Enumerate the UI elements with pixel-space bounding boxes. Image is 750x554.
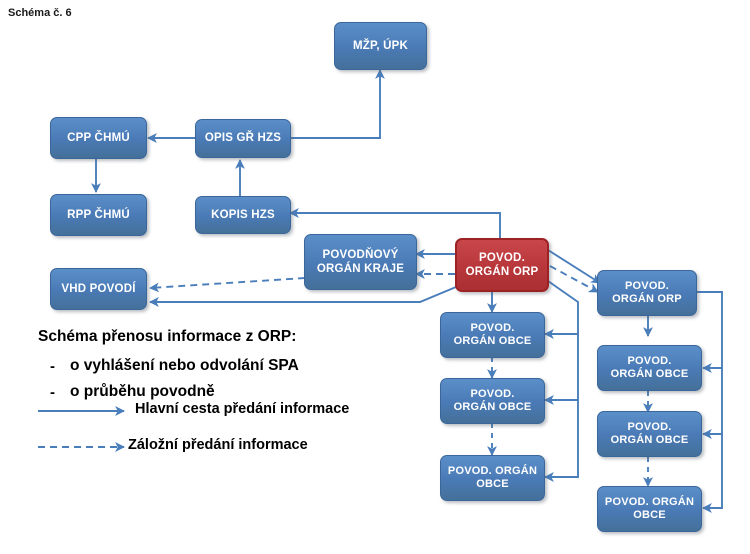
edge-trunk-right-obce1	[697, 291, 723, 373]
legend-title: Schéma přenosu informace z ORP:	[38, 328, 297, 345]
node-mid-obce-1-label-2: ORGÁN OBCE	[453, 335, 532, 347]
node-right-obce-3-label-1: POVOD. ORGÁN	[604, 495, 695, 508]
node-mid-obce-3-label-2: OBCE	[476, 478, 509, 490]
legend-dashed-label: Záložní předání informace	[128, 437, 308, 453]
edge-trunk-mid-obce2	[544, 334, 579, 405]
node-right-obce-2-label-2: ORGÁN OBCE	[610, 434, 689, 446]
legend-bullet-marker-1: -	[50, 358, 55, 375]
node-mid-obce-2-label-2: ORGÁN OBCE	[453, 401, 532, 413]
node-vhd-povodi-label: VHD POVODÍ	[61, 282, 136, 295]
node-right-obce-1[interactable]: POVOD. ORGÁN OBCE	[597, 345, 702, 391]
node-rpp-chmu-label: RPP ČHMÚ	[67, 208, 130, 221]
edge-orp-to-right-orp-solid	[547, 249, 601, 284]
legend-bullet-2: o průběhu povodně	[70, 383, 215, 400]
node-right-obce-3-label-2: OBCE	[633, 509, 666, 521]
node-rpp-chmu[interactable]: RPP ČHMÚ	[50, 194, 147, 236]
legend-solid-arrow-icon	[38, 406, 125, 416]
node-mid-obce-3[interactable]: POVOD. ORGÁN OBCE	[440, 455, 545, 501]
node-mzp-upk-label: MŽP, ÚPK	[352, 39, 409, 52]
legend-solid-label: Hlavní cesta předání informace	[135, 401, 350, 417]
edge-opis-to-mzp	[290, 69, 385, 139]
node-povod-organ-orp-label-1: POVOD.	[479, 251, 525, 264]
edge-orp-to-kopis	[289, 208, 501, 238]
node-vhd-povodi[interactable]: VHD POVODÍ	[50, 268, 147, 310]
node-cpp-chmu[interactable]: CPP ČHMÚ	[50, 117, 147, 159]
node-povodnovy-organ-kraje-label-2: ORGÁN KRAJE	[316, 263, 405, 275]
node-right-obce-2-label-1: POVOD.	[627, 420, 672, 433]
node-right-orp[interactable]: POVOD. ORGÁN ORP	[597, 270, 697, 316]
diagram-caption: Schéma č. 6	[8, 7, 72, 19]
node-mid-obce-3-label-1: POVOD. ORGÁN	[447, 464, 538, 477]
legend-dashed-arrow-icon	[38, 442, 125, 452]
legend-bullet-marker-2: -	[50, 384, 55, 401]
node-povod-organ-orp[interactable]: POVOD. ORGÁN ORP	[455, 238, 549, 292]
node-kopis-hzs-label: KOPIS HZS	[211, 208, 275, 221]
node-right-obce-1-label-1: POVOD.	[627, 354, 672, 367]
node-right-obce-3[interactable]: POVOD. ORGÁN OBCE	[597, 486, 702, 532]
node-right-obce-1-label-2: ORGÁN OBCE	[610, 368, 689, 380]
node-opis-gr-hzs[interactable]: OPIS GŘ HZS	[195, 119, 291, 158]
node-right-obce-2[interactable]: POVOD. ORGÁN OBCE	[597, 411, 702, 457]
edge-kraje-to-vhd-dashed	[149, 277, 306, 293]
edge-orp-to-vhd-solid	[149, 286, 457, 307]
edge-trunk-right-obce2	[702, 368, 723, 439]
edge-trunk-mid-obce3	[544, 400, 579, 482]
node-mid-obce-2[interactable]: POVOD. ORGÁN OBCE	[440, 378, 545, 424]
node-mid-obce-1-label-1: POVOD.	[470, 321, 515, 334]
node-povodnovy-organ-kraje[interactable]: POVODŇOVÝ ORGÁN KRAJE	[304, 234, 417, 290]
node-mzp-upk[interactable]: MŽP, ÚPK	[334, 22, 427, 70]
node-mid-obce-2-label-1: POVOD.	[470, 387, 515, 400]
node-right-orp-label-2: ORGÁN ORP	[612, 293, 682, 305]
edge-trunk-mid-obce1	[544, 280, 579, 339]
node-povod-organ-orp-label-2: ORGÁN ORP	[465, 266, 539, 278]
node-opis-gr-hzs-label: OPIS GŘ HZS	[204, 132, 282, 145]
node-mid-obce-1[interactable]: POVOD. ORGÁN OBCE	[440, 312, 545, 358]
node-right-orp-label-1: POVOD.	[625, 279, 669, 292]
legend-bullet-1: o vyhlášení nebo odvolání SPA	[70, 357, 299, 374]
node-kopis-hzs[interactable]: KOPIS HZS	[195, 196, 291, 234]
node-cpp-chmu-label: CPP ČHMÚ	[67, 131, 130, 144]
node-povodnovy-organ-kraje-label-1: POVODŇOVÝ	[322, 248, 399, 261]
edge-trunk-right-obce3	[702, 434, 723, 513]
edge-orp-to-right-orp-dashed	[549, 265, 599, 293]
